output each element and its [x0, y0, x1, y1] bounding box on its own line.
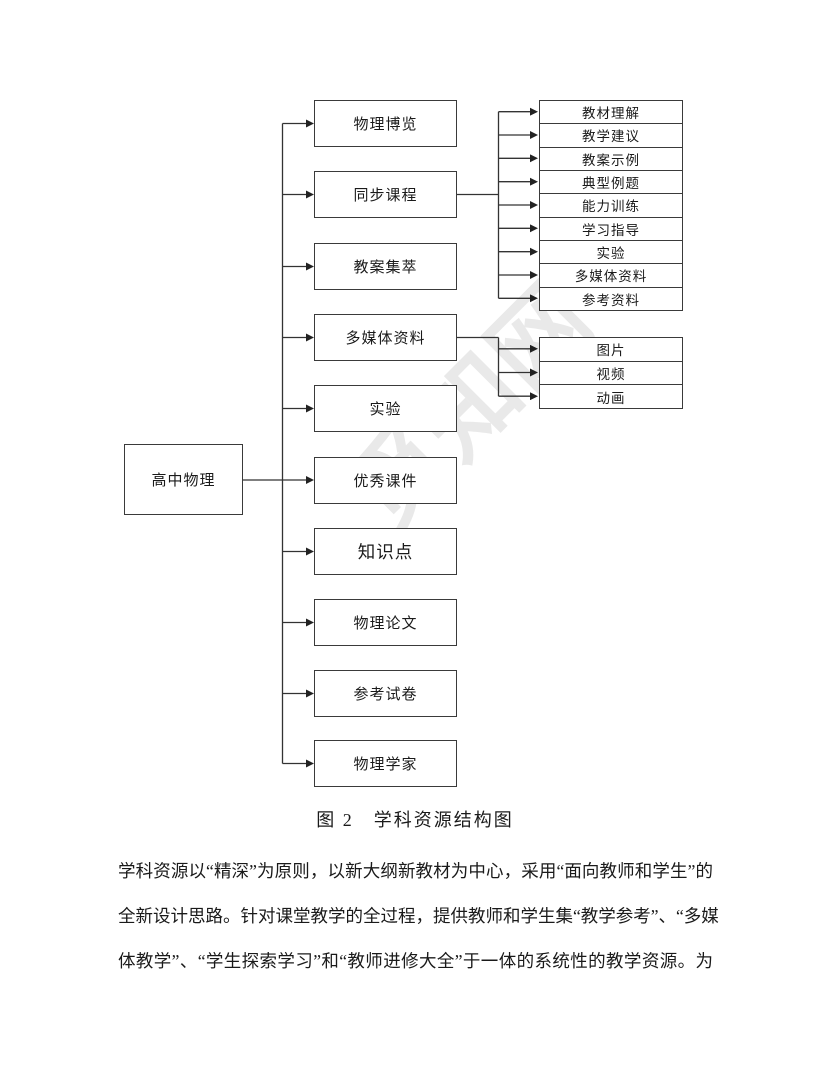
sync-course-children-group: 教材理解 教学建议 教案示例 典型例题 能力训练 学习指导 实验 多媒体资料 参…: [539, 100, 683, 311]
paragraph-line: 全新设计思路。针对课堂教学的全过程，提供教师和学生集“教学参考”、“多媒: [118, 906, 719, 926]
child-video: 视频: [540, 360, 682, 385]
child-reference-materials: 参考资料: [540, 286, 682, 310]
node-sync-course: 同步课程: [314, 171, 457, 218]
child-teaching-suggestions: 教学建议: [540, 123, 682, 146]
node-reference-exams: 参考试卷: [314, 670, 457, 717]
node-lesson-plan-collection: 教案集萃: [314, 243, 457, 290]
figure-caption: 图 2 学科资源结构图: [316, 810, 514, 830]
child-animation: 动画: [540, 384, 682, 408]
child-textbook-understanding: 教材理解: [582, 106, 640, 122]
node-knowledge-points: 知识点: [314, 528, 457, 575]
multimedia-children-group: 图片 视频 动画: [539, 337, 683, 409]
child-study-guidance: 学习指导: [540, 216, 682, 240]
node-high-school-physics: 高中物理: [124, 444, 243, 515]
child-experiment: 实验: [540, 239, 682, 263]
node-physicists: 物理学家: [314, 740, 457, 787]
child-lesson-plan-examples: 教案示例: [540, 146, 682, 170]
child-ability-training: 能力训练: [540, 193, 682, 216]
node-physics-papers: 物理论文: [314, 599, 457, 646]
node-excellent-courseware: 优秀课件: [314, 457, 457, 504]
body-paragraph: 学科资源以“精深”为原则，以新大纲新教材为中心，采用“面向教师和学生”的 全新设…: [118, 849, 719, 984]
node-physics-browse: 物理博览: [314, 100, 457, 147]
child-multimedia-materials: 多媒体资料: [540, 263, 682, 286]
child-typical-examples: 典型例题: [540, 169, 682, 193]
node-multimedia-materials: 多媒体资料: [314, 314, 457, 361]
paragraph-line: 体教学”、“学生探索学习”和“教师进修大全”于一体的系统性的教学资源。为: [118, 951, 713, 971]
node-experiment: 实验: [314, 385, 457, 432]
child-images: 图片: [596, 343, 626, 359]
paragraph-line: 学科资源以“精深”为原则，以新大纲新教材为中心，采用“面向教师和学生”的: [118, 861, 713, 881]
